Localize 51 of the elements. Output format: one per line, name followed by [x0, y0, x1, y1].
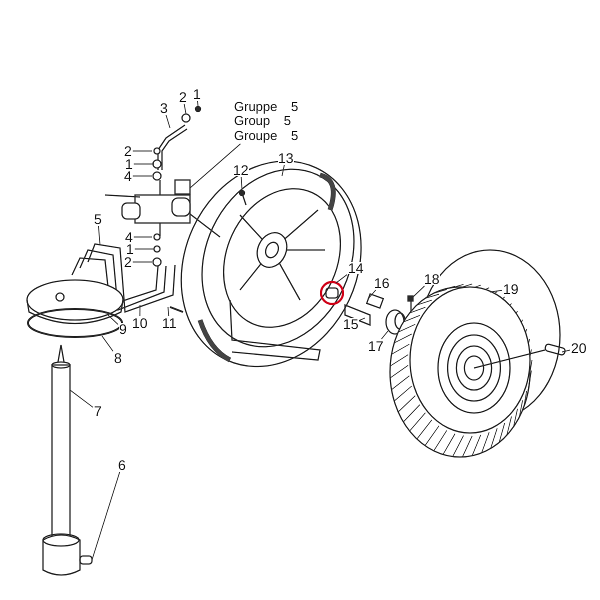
- callout-number: 1: [193, 88, 201, 100]
- callout-number: 4: [125, 231, 133, 243]
- callout-number: 4: [124, 170, 132, 182]
- leader-line: [70, 390, 94, 408]
- leader-line: [282, 164, 285, 176]
- callout-number: 1: [125, 158, 133, 170]
- leader-line: [412, 286, 425, 298]
- callout-number: 8: [114, 352, 122, 364]
- leader-line: [381, 330, 388, 340]
- leader-line: [240, 176, 242, 190]
- callout-number: 20: [571, 342, 587, 354]
- group-reference: Group 5: [234, 114, 292, 129]
- callout-number: 19: [503, 283, 519, 295]
- leader-line: [368, 290, 376, 300]
- leader-line: [359, 318, 366, 321]
- leader-line: [490, 290, 502, 292]
- callout-number: 13: [278, 152, 294, 164]
- callout-number: 17: [368, 340, 384, 352]
- leader-line: [168, 306, 170, 316]
- leader-line: [133, 236, 152, 238]
- callout-number: 11: [162, 317, 177, 329]
- leader-line: [184, 104, 186, 114]
- callout-number: 6: [118, 459, 126, 471]
- group-reference: Gruppe 5: [234, 100, 298, 114]
- callout-number: 12: [233, 164, 249, 176]
- group-reference: Groupe 5: [234, 128, 298, 143]
- leader-line: [108, 314, 118, 325]
- callout-number: 2: [124, 145, 132, 157]
- callout-number: 9: [119, 323, 127, 335]
- callout-number: 14: [348, 262, 364, 274]
- callout-number: 2: [179, 91, 187, 103]
- callout-number: 18: [424, 273, 440, 285]
- callout-number: 15: [343, 318, 359, 330]
- leader-line: [336, 274, 348, 284]
- leader-line: [102, 336, 114, 352]
- leader-line: [562, 350, 570, 352]
- callout-number: 1: [126, 243, 134, 255]
- callout-number: 10: [132, 317, 148, 329]
- callout-number: 7: [94, 405, 102, 417]
- leader-line: [132, 150, 152, 152]
- leader-line: [197, 100, 198, 106]
- callout-number: 16: [374, 277, 390, 289]
- leader-line: [98, 226, 100, 246]
- leader-line: [139, 304, 140, 316]
- leader-line: [92, 472, 120, 560]
- callout-number: 3: [160, 102, 168, 114]
- callout-number: 2: [124, 256, 132, 268]
- leader-line: [166, 114, 170, 128]
- leader-line: [190, 143, 241, 188]
- callout-number: 5: [94, 213, 102, 225]
- leader-line: [134, 248, 154, 250]
